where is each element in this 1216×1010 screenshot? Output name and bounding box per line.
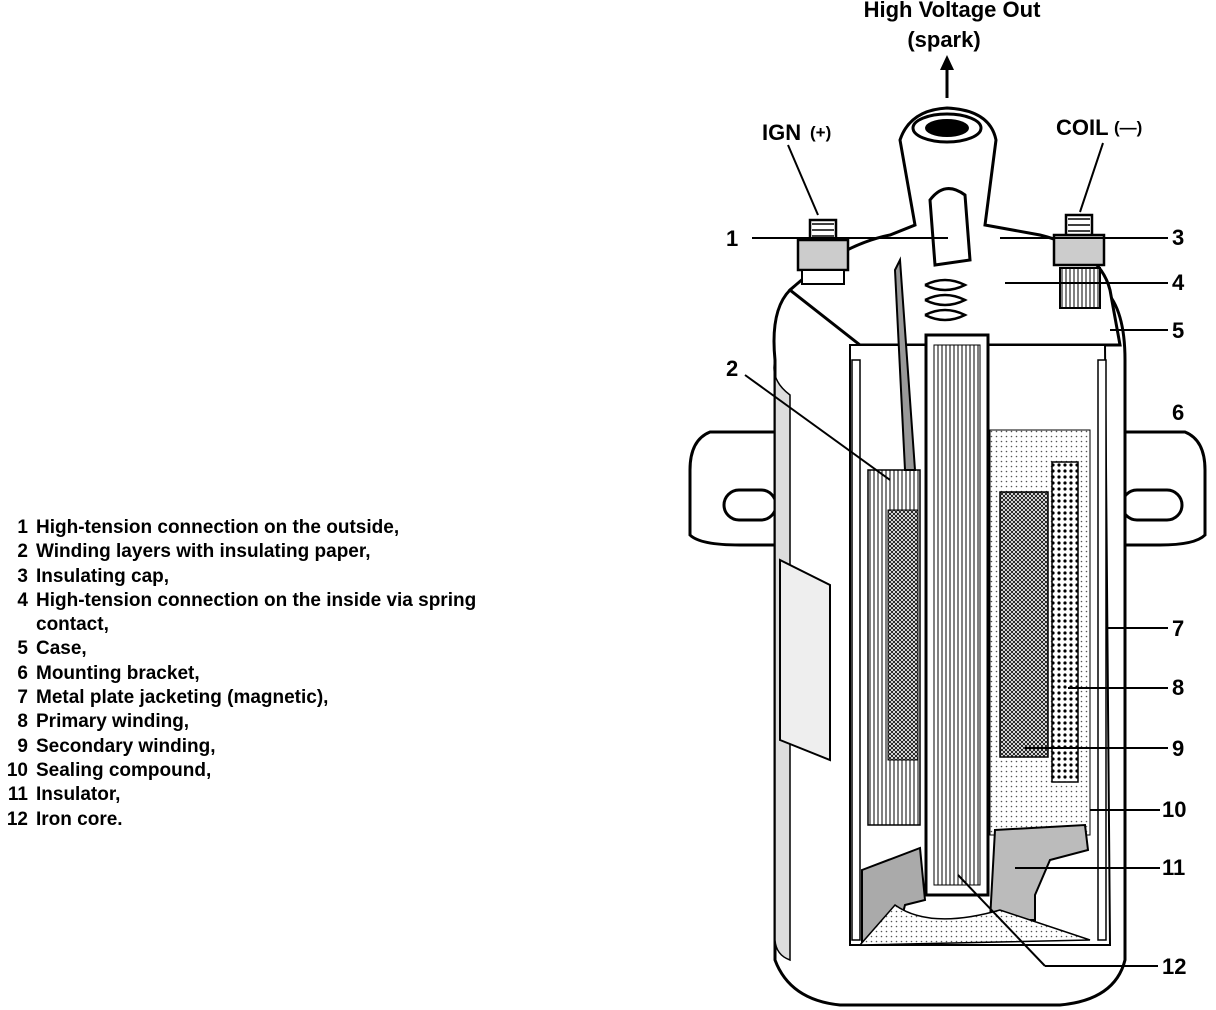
primary-winding [1051,461,1079,783]
ign-label: IGN [762,120,801,145]
callout-4: 4 [1172,270,1185,295]
callout-10: 10 [1162,797,1186,822]
legend-text: Case, [36,638,87,660]
legend-number: 5 [17,638,28,660]
callout-12: 12 [1162,954,1186,979]
legend-item: 12 Iron core. [0,808,570,832]
coil-label: COIL [1056,115,1109,140]
legend-number: 11 [7,784,28,806]
legend-item: 1 High-tension connection on the outside, [0,516,570,540]
callout-2: 2 [726,356,738,381]
legend-number: 4 [17,589,28,611]
ht-connection-outside [928,187,972,267]
legend-item: 9 Secondary winding, [0,735,570,759]
legend-text: Primary winding, [36,711,190,733]
legend-item: 11 Insulator, [0,783,570,807]
legend-text: High-tension connection on the outside, [36,517,400,538]
secondary-winding [999,491,1049,758]
legend-text: Sealing compound, [36,759,212,781]
legend-number: 10 [6,759,28,781]
legend-number: 7 [17,687,28,709]
callout-6: 6 [1172,400,1184,425]
legend: 1 High-tension connection on the outside,… [0,516,570,832]
output-subtitle: (spark) [907,27,980,52]
legend-item: 5 Case, [0,637,570,661]
ign-terminal [796,218,850,285]
legend-text: Winding layers with insulating paper, [36,541,371,563]
legend-text: Mounting bracket, [36,662,200,684]
callout-11: 11 [1162,855,1185,880]
callout-9: 9 [1172,736,1184,761]
spring-contact [924,278,968,322]
arrow-up-icon [940,55,954,98]
leader-lines [744,142,1168,967]
legend-text: High-tension connection on the inside vi… [36,589,477,636]
legend-number: 8 [17,711,28,733]
legend-text: Metal plate jacketing (magnetic), [36,687,329,709]
legend-text: Iron core. [36,808,123,830]
legend-number: 9 [17,735,28,757]
metal-jacketing [1097,359,1107,941]
coil-sign: (—) [1114,118,1142,137]
legend-item: 8 Primary winding, [0,710,570,734]
legend-text: Insulating cap, [36,565,170,587]
legend-item: 2 Winding layers with insulating paper, [0,540,570,564]
legend-item: 7 Metal plate jacketing (magnetic), [0,686,570,710]
ign-sign: (+) [810,123,831,142]
legend-text: Secondary winding, [36,735,216,757]
callout-5: 5 [1172,318,1184,343]
legend-number: 6 [17,662,28,684]
callout-1: 1 [726,226,738,251]
callout-3: 3 [1172,225,1184,250]
legend-number: 12 [6,808,28,830]
legend-number: 1 [17,517,28,538]
legend-item: 3 Insulating cap, [0,565,570,589]
callout-7: 7 [1172,616,1184,641]
legend-number: 2 [17,541,28,563]
legend-text: Insulator, [36,784,121,806]
legend-number: 3 [17,565,28,587]
output-title: High Voltage Out [864,0,1041,22]
mounting-bracket [688,430,1207,547]
legend-item: 4 High-tension connection on the inside v… [0,589,570,638]
legend-item: 6 Mounting bracket, [0,662,570,686]
coil-terminal [1052,213,1106,309]
callout-8: 8 [1172,675,1184,700]
legend-item: 10 Sealing compound, [0,759,570,783]
